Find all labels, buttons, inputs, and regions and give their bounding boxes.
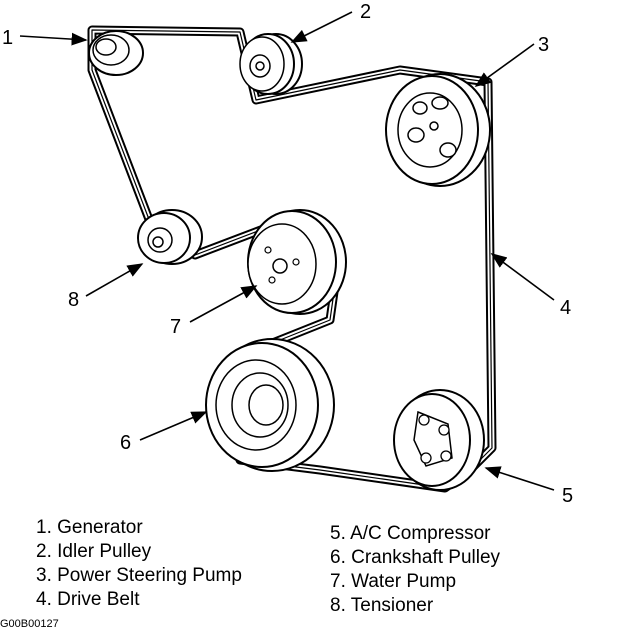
figure-code: G00B00127 <box>0 618 59 630</box>
callout-5: 5 <box>562 485 573 507</box>
legend-item-generator: 1. Generator <box>36 517 143 538</box>
legend-item-water-pump: 7. Water Pump <box>330 571 457 592</box>
idler-pulley <box>239 33 303 95</box>
arrow-3 <box>474 43 535 87</box>
callout-2: 2 <box>360 1 371 23</box>
arrow-5 <box>484 466 555 491</box>
callout-3: 3 <box>538 34 549 56</box>
tensioner-pulley <box>137 209 203 265</box>
ac-compressor-pulley <box>393 389 485 491</box>
callout-8: 8 <box>68 289 79 311</box>
callout-4: 4 <box>560 297 571 319</box>
leader-arrows <box>19 11 555 491</box>
generator-pulley <box>88 30 144 76</box>
crankshaft-pulley <box>205 338 335 472</box>
arrow-2 <box>290 11 353 43</box>
legend-item-power-steering-pump: 3. Power Steering Pump <box>36 565 242 586</box>
legend-item-ac-compressor: 5. A/C Compressor <box>330 523 491 544</box>
arrow-8 <box>85 263 144 297</box>
legend-item-drive-belt: 4. Drive Belt <box>36 589 140 610</box>
arrow-4 <box>490 253 555 301</box>
callout-7: 7 <box>170 316 181 338</box>
legend-right-column: 5. A/C Compressor 6. Crankshaft Pulley 7… <box>330 522 500 618</box>
legend-item-crankshaft-pulley: 6. Crankshaft Pulley <box>330 547 501 568</box>
callout-6: 6 <box>120 432 131 454</box>
legend-item-idler-pulley: 2. Idler Pulley <box>36 541 152 562</box>
arrow-6 <box>139 411 208 441</box>
arrow-1 <box>19 32 88 46</box>
water-pump-pulley <box>247 209 347 315</box>
legend-left-column: 1. Generator 2. Idler Pulley 3. Power St… <box>36 516 242 612</box>
arrow-7 <box>189 285 258 323</box>
power-steering-pump-pulley <box>385 73 491 187</box>
legend-item-tensioner: 8. Tensioner <box>330 595 434 616</box>
callout-1: 1 <box>2 27 13 49</box>
